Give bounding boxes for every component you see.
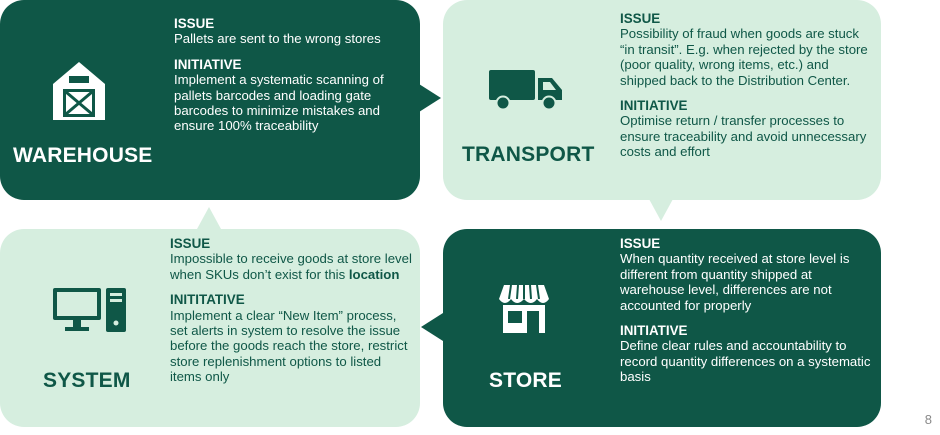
store-initiative-text: Define clear rules and accountability to… (620, 338, 871, 385)
store-issue-text: When quantity received at store level is… (620, 251, 850, 313)
store-to-system-arrow (421, 313, 443, 341)
storefront-icon (498, 283, 550, 335)
system-text-block: ISSUE Impossible to receive goods at sto… (170, 236, 412, 385)
system-initiative-heading: INITITATIVE (170, 292, 245, 308)
store-issue-heading: ISSUE (620, 236, 661, 251)
transport-issue-heading: ISSUE (620, 11, 661, 26)
page-number: 8 (924, 412, 932, 427)
system-card: SYSTEM ISSUE Impossible to receive goods… (0, 229, 420, 427)
warehouse-text-block: ISSUE Pallets are sent to the wrong stor… (174, 16, 412, 134)
barn-icon (51, 60, 107, 120)
store-text-block: ISSUE When quantity received at store le… (620, 236, 875, 385)
warehouse-issue-text: Pallets are sent to the wrong stores (174, 31, 381, 47)
transport-title: TRANSPORT (462, 143, 595, 166)
warehouse-to-transport-arrow (419, 84, 441, 112)
store-title: STORE (489, 369, 562, 392)
transport-text-block: ISSUE Possibility of fraud when goods ar… (620, 11, 876, 160)
transport-initiative-text: Optimise return / transfer processes to … (620, 113, 867, 160)
system-title: SYSTEM (43, 369, 131, 392)
system-issue-heading: ISSUE (170, 236, 211, 251)
transport-issue-text: Possibility of fraud when goods are stuc… (620, 26, 868, 88)
system-issue-text-wrap: Impossible to receive goods at store lev… (170, 251, 412, 282)
warehouse-initiative-text: Implement a systematic scanning of palle… (174, 72, 384, 134)
warehouse-initiative-heading: INITIATIVE (174, 56, 242, 72)
store-card: STORE ISSUE When quantity received at st… (443, 229, 881, 427)
warehouse-issue-heading: ISSUE (174, 16, 215, 31)
transport-to-store-arrow (649, 199, 673, 221)
system-initiative-text: Implement a clear “New Item” process, se… (170, 307, 408, 385)
warehouse-card: WAREHOUSE ISSUE Pallets are sent to the … (0, 0, 420, 200)
system-to-warehouse-arrow (197, 207, 221, 229)
system-issue-text: Impossible to receive goods at store lev… (170, 251, 412, 282)
store-initiative-heading: INITIATIVE (620, 323, 688, 339)
transport-initiative-heading: INITIATIVE (620, 98, 688, 114)
system-issue-text-bold: location (348, 266, 400, 282)
truck-icon (489, 70, 565, 110)
computer-icon (53, 288, 129, 334)
warehouse-title: WAREHOUSE (13, 144, 153, 167)
transport-card: TRANSPORT ISSUE Possibility of fraud whe… (443, 0, 881, 200)
